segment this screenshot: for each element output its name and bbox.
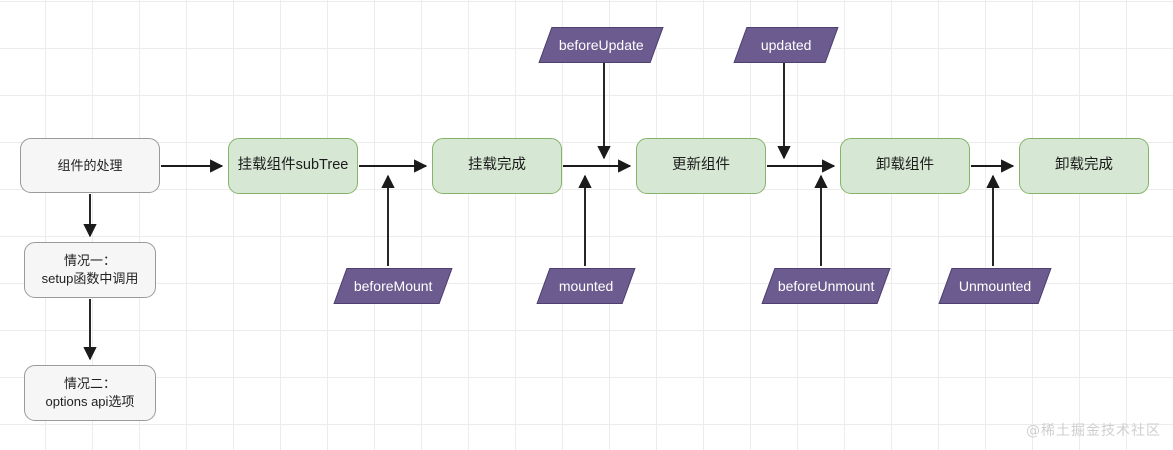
node-label: 更新组件 bbox=[672, 157, 730, 174]
node-before-update[interactable]: beforeUpdate bbox=[538, 27, 664, 63]
node-label: beforeMount bbox=[353, 277, 433, 294]
node-label: 挂载完成 bbox=[468, 157, 526, 174]
node-label: 情况二： options api选项 bbox=[45, 376, 135, 409]
node-case-two[interactable]: 情况二： options api选项 bbox=[24, 365, 156, 421]
watermark: @稀土掘金技术社区 bbox=[1026, 423, 1161, 439]
node-label: 卸载完成 bbox=[1055, 157, 1113, 174]
node-mounted[interactable]: mounted bbox=[536, 268, 636, 304]
node-mount-subtree[interactable]: 挂载组件subTree bbox=[228, 138, 358, 194]
node-mount-complete[interactable]: 挂载完成 bbox=[432, 138, 562, 194]
node-label: beforeUpdate bbox=[558, 36, 644, 53]
node-label: beforeUnmount bbox=[777, 277, 875, 294]
node-label: 组件的处理 bbox=[57, 157, 123, 173]
node-unmount-complete[interactable]: 卸载完成 bbox=[1019, 138, 1149, 194]
node-label: Unmounted bbox=[958, 277, 1032, 294]
node-update-component[interactable]: 更新组件 bbox=[636, 138, 766, 194]
node-unmount-component[interactable]: 卸载组件 bbox=[840, 138, 970, 194]
node-component-handling[interactable]: 组件的处理 bbox=[20, 138, 160, 193]
node-label: mounted bbox=[558, 277, 614, 294]
node-before-unmount[interactable]: beforeUnmount bbox=[761, 268, 891, 304]
node-label: 卸载组件 bbox=[876, 157, 934, 174]
node-case-one[interactable]: 情况一： setup函数中调用 bbox=[24, 242, 156, 298]
node-label: 情况一： setup函数中调用 bbox=[41, 253, 139, 286]
node-label: updated bbox=[760, 36, 812, 53]
node-label: 挂载组件subTree bbox=[237, 157, 349, 174]
node-before-mount[interactable]: beforeMount bbox=[333, 268, 453, 304]
node-unmounted[interactable]: Unmounted bbox=[938, 268, 1052, 304]
node-updated[interactable]: updated bbox=[733, 27, 839, 63]
